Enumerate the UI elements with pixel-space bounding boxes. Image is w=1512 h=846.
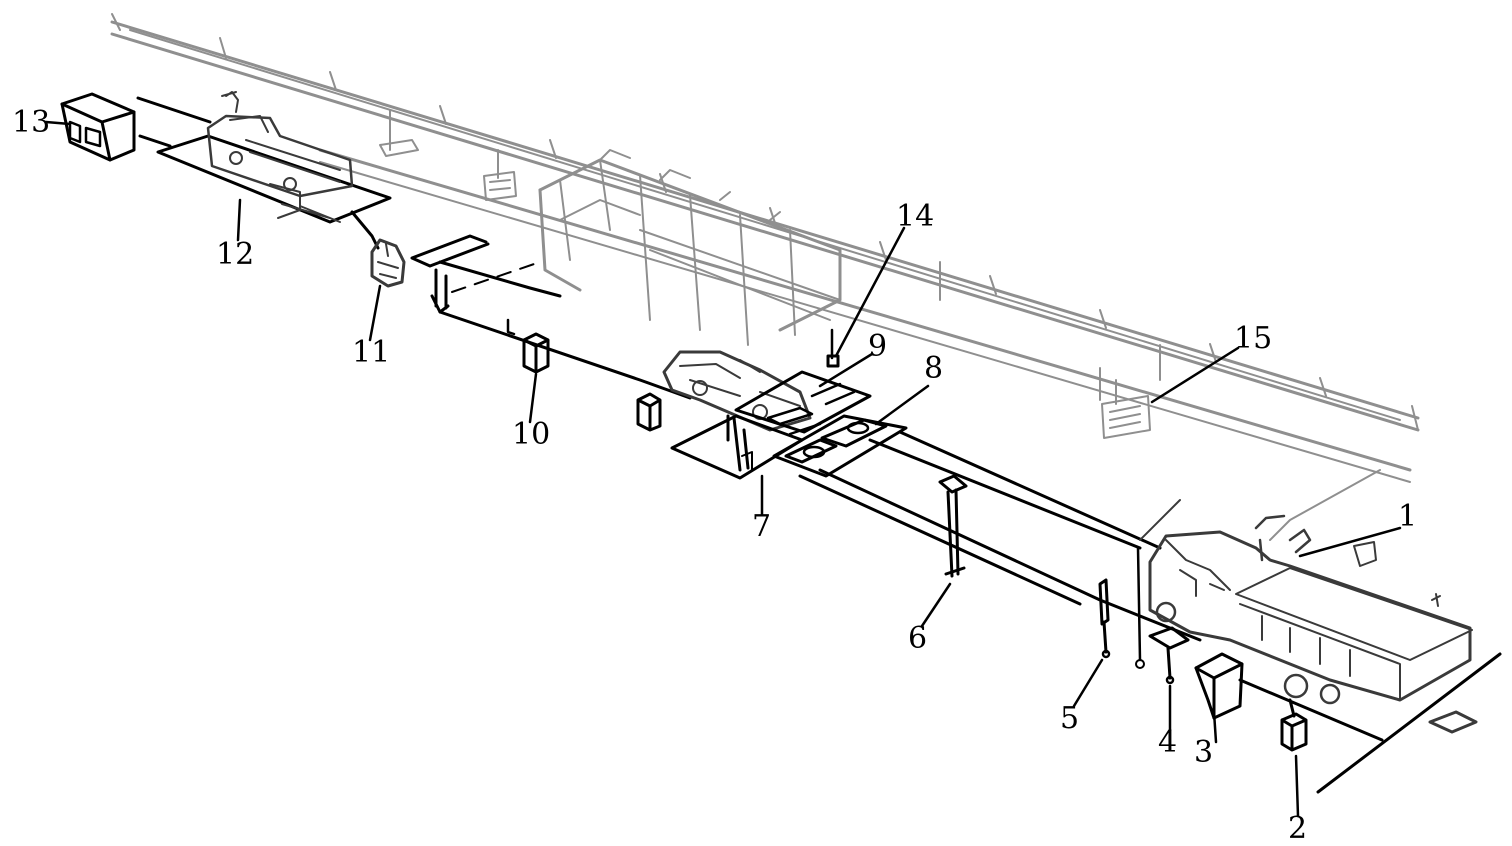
station-3-analyzer bbox=[1194, 652, 1244, 720]
callout-1: 1 bbox=[1398, 499, 1417, 534]
station-9-plates bbox=[734, 370, 872, 436]
mid-vehicle bbox=[662, 350, 812, 432]
floor-track bbox=[136, 96, 1502, 794]
callout-5: 5 bbox=[1060, 701, 1079, 736]
overhead-rail bbox=[110, 13, 1420, 541]
station-5-pole bbox=[1098, 578, 1111, 659]
station-6-post bbox=[938, 474, 968, 578]
callout-14: 14 bbox=[896, 199, 934, 234]
station-14-sensor bbox=[826, 328, 840, 368]
callout-8: 8 bbox=[924, 351, 943, 386]
callout-labels: 1 2 3 4 5 6 7 8 9 10 11 12 13 14 15 bbox=[12, 105, 1417, 846]
callout-9: 9 bbox=[868, 329, 887, 364]
station-4-tester bbox=[1135, 546, 1190, 685]
callout-2: 2 bbox=[1288, 811, 1307, 841]
leader-lines bbox=[44, 120, 1402, 818]
tunnel-frame bbox=[538, 149, 842, 346]
front-truck bbox=[1139, 499, 1478, 734]
control-booth bbox=[60, 92, 136, 162]
callout-4: 4 bbox=[1158, 725, 1177, 760]
callout-15: 15 bbox=[1234, 321, 1272, 356]
overhead-hanger-fixtures bbox=[379, 109, 1151, 439]
callout-11: 11 bbox=[352, 335, 390, 370]
station-10-cabinet bbox=[506, 318, 550, 374]
station-8-roller-plates bbox=[772, 414, 908, 478]
rear-vehicle-platform bbox=[156, 91, 392, 224]
callout-12: 12 bbox=[216, 237, 254, 272]
station-11-unit bbox=[370, 234, 490, 314]
callout-13: 13 bbox=[12, 105, 50, 140]
callout-3: 3 bbox=[1194, 735, 1213, 770]
auxiliary-cabinet bbox=[636, 392, 662, 432]
callout-10: 10 bbox=[512, 417, 550, 452]
callout-7: 7 bbox=[752, 509, 771, 544]
station-2-cabinet bbox=[1280, 698, 1308, 752]
callout-6: 6 bbox=[908, 621, 927, 656]
